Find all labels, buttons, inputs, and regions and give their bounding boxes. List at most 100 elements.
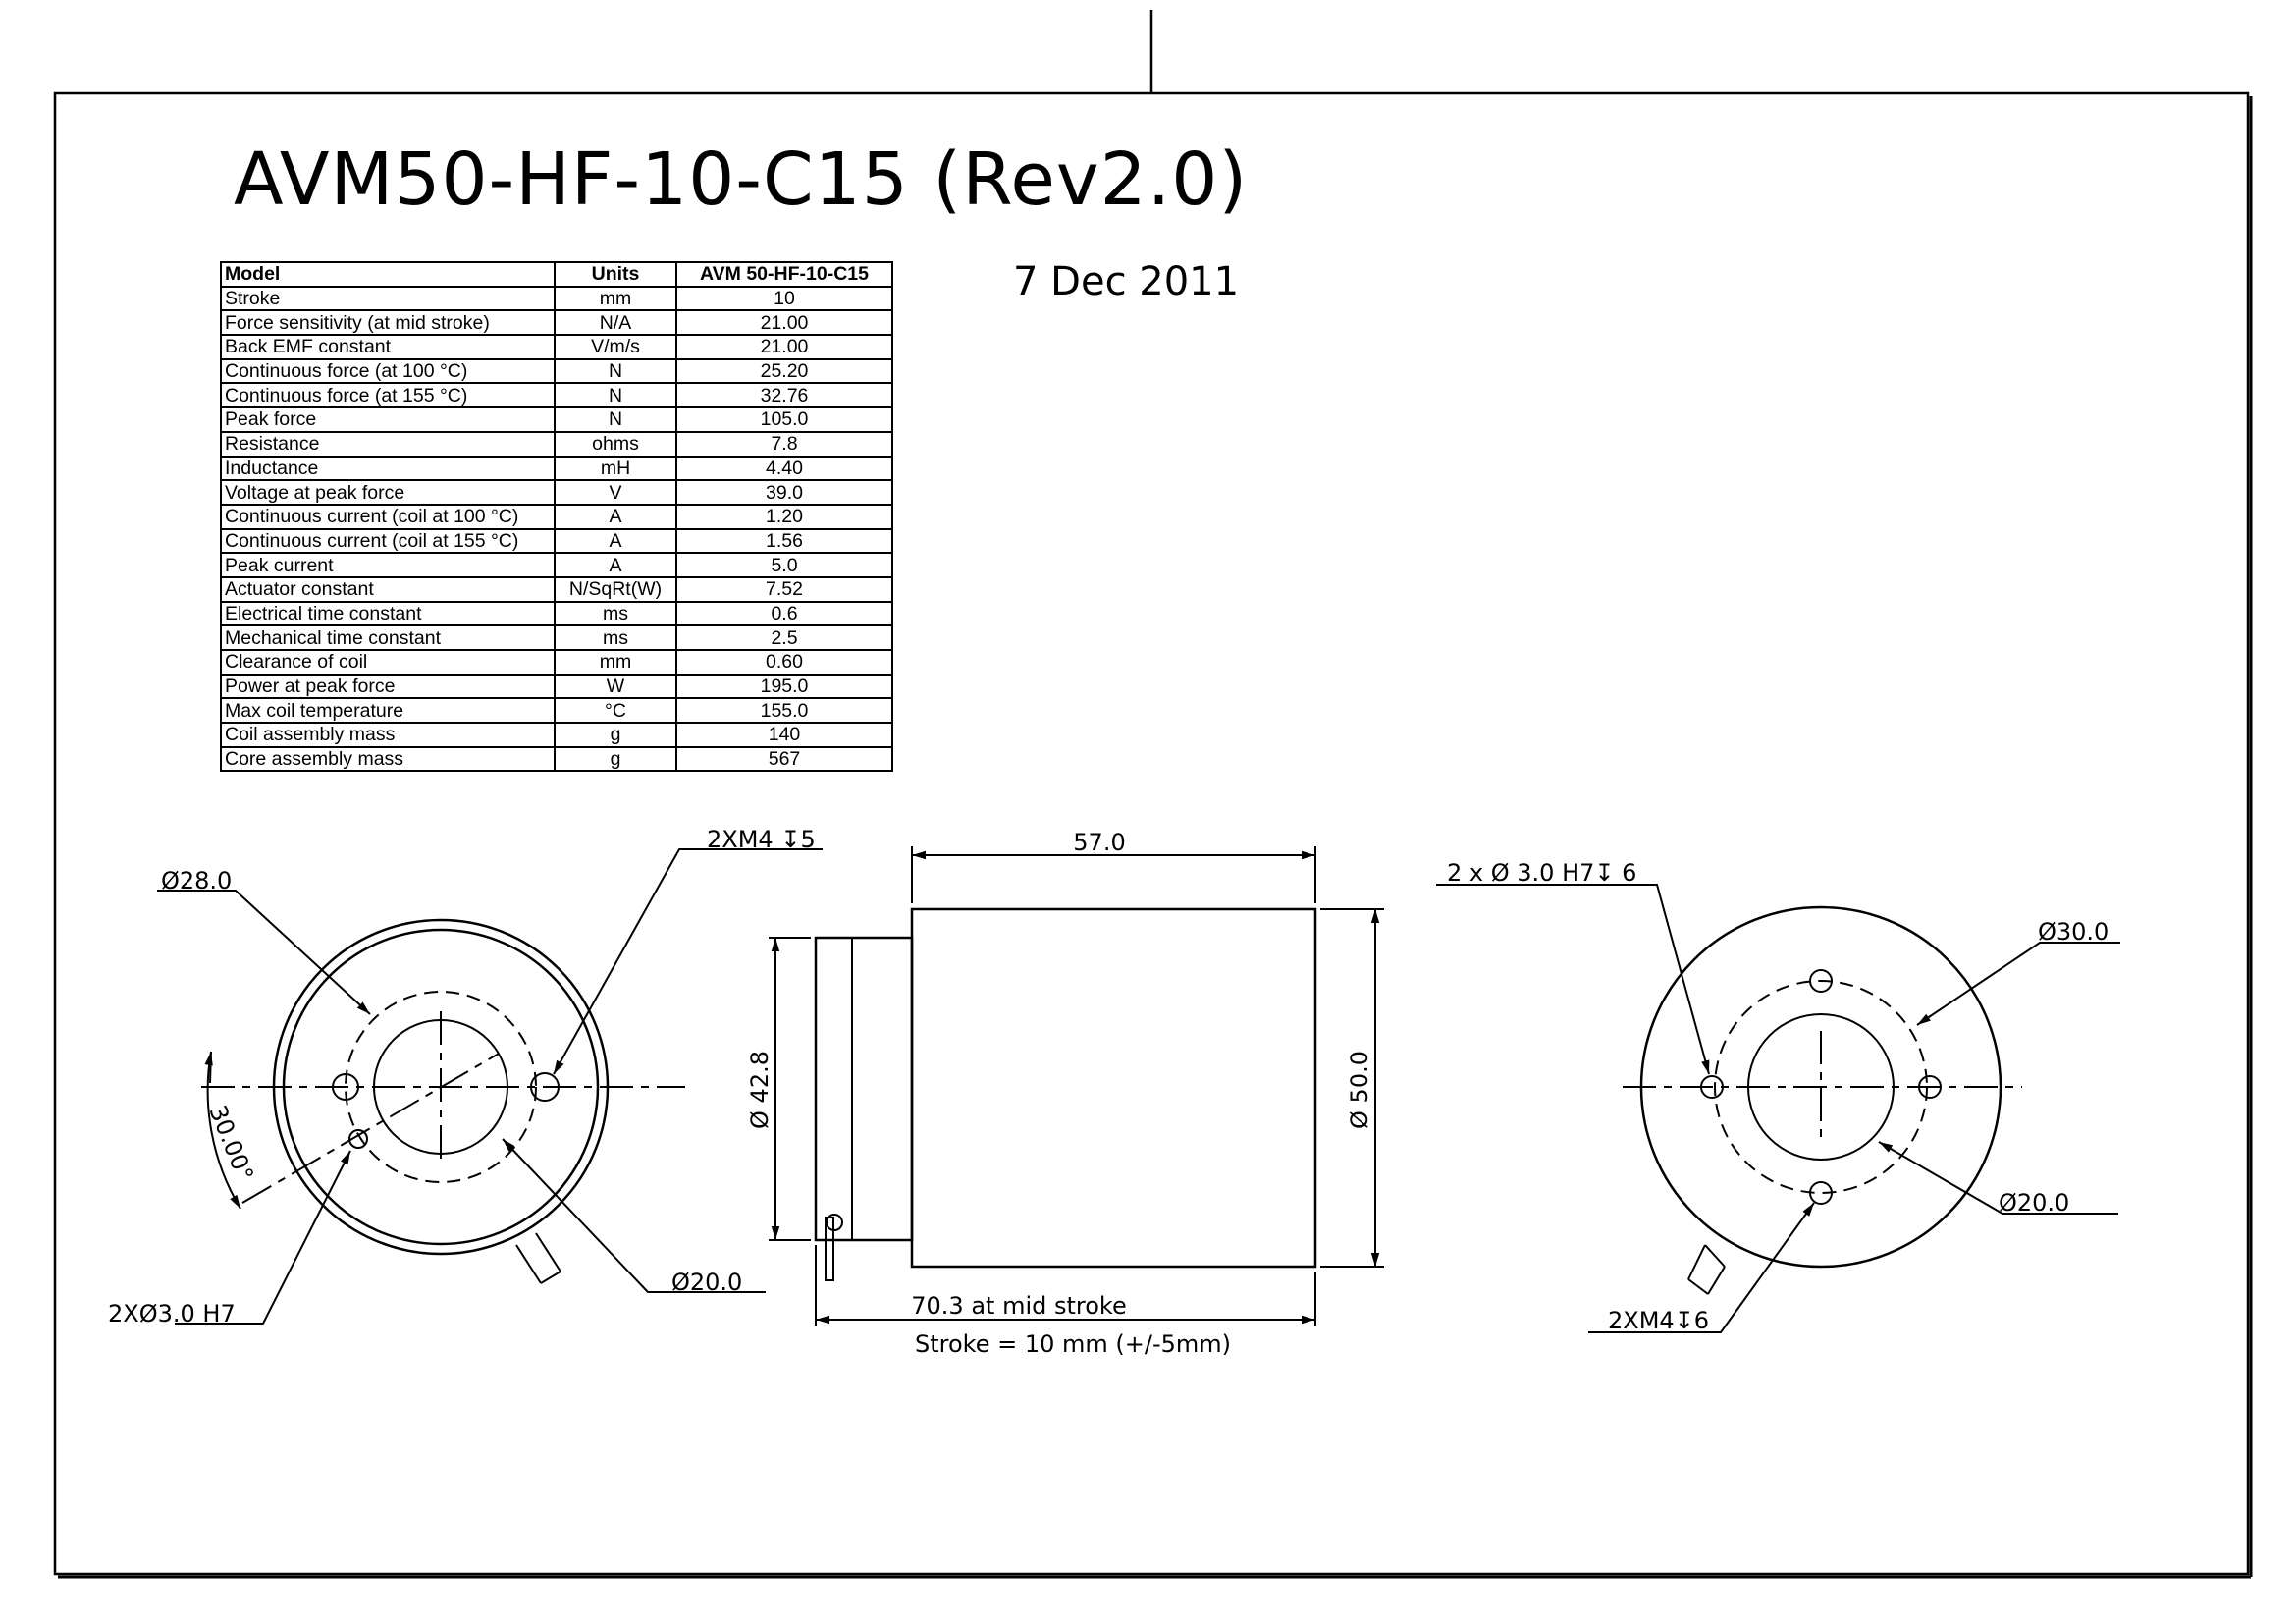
spec-name-cell: Force sensitivity (at mid stroke) xyxy=(220,309,556,337)
label-right-thread: 2XM4↧6 xyxy=(1608,1307,1709,1334)
label-dia50: Ø 50.0 xyxy=(1346,1051,1373,1129)
spec-name-cell: Core assembly mass xyxy=(220,745,556,773)
spec-name-cell: Continuous current (coil at 155 °C) xyxy=(220,527,556,555)
spec-unit-cell: mH xyxy=(554,455,677,482)
spec-unit-cell: g xyxy=(554,745,677,773)
side-pin xyxy=(825,1214,843,1281)
spec-value-cell: 155.0 xyxy=(675,697,893,725)
spec-value-cell: 7.52 xyxy=(675,575,893,603)
spec-name-cell: Power at peak force xyxy=(220,673,556,700)
spec-name-cell: Continuous force (at 155 °C) xyxy=(220,382,556,409)
label-dia30: Ø30.0 xyxy=(2038,918,2109,946)
spec-name-cell: Back EMF constant xyxy=(220,334,556,360)
spec-unit-cell: W xyxy=(554,673,677,700)
label-stroke: Stroke = 10 mm (+/-5mm) xyxy=(915,1330,1231,1358)
leader-pin-holes xyxy=(175,1150,351,1325)
spec-name-cell: Electrical time constant xyxy=(220,600,556,627)
right-end-view xyxy=(1436,884,2120,1333)
label-57: 57.0 xyxy=(1073,829,1125,856)
spec-value-cell: 0.6 xyxy=(675,600,893,627)
label-dia42-8: Ø 42.8 xyxy=(746,1051,774,1129)
spec-value-cell: 32.76 xyxy=(675,382,893,409)
leader-dia20-right xyxy=(1878,1141,2118,1215)
spec-value-cell: 1.20 xyxy=(675,503,893,530)
side-view xyxy=(769,846,1384,1326)
label-angle: 30.00° xyxy=(203,1102,258,1185)
spec-unit-cell: ohms xyxy=(554,430,677,458)
spec-unit-cell: mm xyxy=(554,649,677,676)
left-pitch-circle xyxy=(345,991,537,1183)
spec-value-cell: 567 xyxy=(675,745,893,773)
spec-unit-cell: N xyxy=(554,382,677,409)
label-right-pins: 2 x Ø 3.0 H7↧ 6 xyxy=(1447,859,1636,887)
leader-dia30 xyxy=(1916,942,2120,1026)
spec-unit-cell: g xyxy=(554,722,677,748)
spec-table-header-row: Model Units AVM 50-HF-10-C15 xyxy=(220,261,893,288)
spec-unit-cell: N xyxy=(554,406,677,433)
header-model-value: AVM 50-HF-10-C15 xyxy=(675,261,893,288)
spec-value-cell: 5.0 xyxy=(675,552,893,578)
spec-unit-cell: N/A xyxy=(554,309,677,337)
spec-unit-cell: ms xyxy=(554,624,677,651)
right-view-labels: 2 x Ø 3.0 H7↧ 6 Ø30.0 Ø20.0 2XM4↧6 xyxy=(1447,859,2109,1334)
spec-value-cell: 2.5 xyxy=(675,624,893,651)
sheet-border xyxy=(53,10,2253,1579)
spec-value-cell: 39.0 xyxy=(675,479,893,506)
spec-value-cell: 105.0 xyxy=(675,406,893,433)
spec-unit-cell: V/m/s xyxy=(554,334,677,360)
left-end-view xyxy=(157,848,823,1325)
label-thread: 2XM4 ↧5 xyxy=(707,826,816,853)
spec-value-cell: 7.8 xyxy=(675,430,893,458)
spec-name-cell: Peak current xyxy=(220,552,556,578)
spec-unit-cell: N/SqRt(W) xyxy=(554,575,677,603)
left-cable xyxy=(515,1232,561,1284)
shaft-outline xyxy=(814,936,914,1242)
leader-thread xyxy=(553,848,823,1075)
right-cable xyxy=(1687,1244,1726,1295)
drawing-date: 7 Dec 2011 xyxy=(1013,259,1240,304)
right-thread-hole-bottom xyxy=(1809,1181,1833,1205)
spec-unit-cell: ms xyxy=(554,600,677,627)
spec-value-cell: 21.00 xyxy=(675,334,893,360)
label-pin-holes: 2XØ3.0 H7 xyxy=(108,1300,236,1327)
spec-value-cell: 195.0 xyxy=(675,673,893,700)
spec-unit-cell: A xyxy=(554,503,677,530)
spec-name-cell: Continuous current (coil at 100 °C) xyxy=(220,503,556,530)
spec-value-cell: 1.56 xyxy=(675,527,893,555)
spec-unit-cell: mm xyxy=(554,285,677,312)
spec-value-cell: 21.00 xyxy=(675,309,893,337)
left-centerline-diag xyxy=(241,1053,500,1204)
right-thread-hole-top xyxy=(1809,969,1833,993)
spec-name-cell: Voltage at peak force xyxy=(220,479,556,506)
leader-dia20 xyxy=(502,1138,766,1293)
spec-value-cell: 0.60 xyxy=(675,649,893,676)
spec-unit-cell: A xyxy=(554,552,677,578)
label-dia20-right: Ø20.0 xyxy=(1999,1189,2069,1217)
drawing-title: AVM50-HF-10-C15 (Rev2.0) xyxy=(234,137,1249,222)
label-dia20-left: Ø20.0 xyxy=(671,1269,742,1296)
spec-name-cell: Stroke xyxy=(220,285,556,312)
angle-dimension-arc xyxy=(204,1051,241,1210)
label-dia28: Ø28.0 xyxy=(161,867,232,894)
spec-name-cell: Actuator constant xyxy=(220,575,556,603)
leader-dia28 xyxy=(157,890,371,1015)
spec-name-cell: Resistance xyxy=(220,430,556,458)
label-overall: 70.3 at mid stroke xyxy=(911,1292,1126,1320)
spec-unit-cell: N xyxy=(554,357,677,385)
